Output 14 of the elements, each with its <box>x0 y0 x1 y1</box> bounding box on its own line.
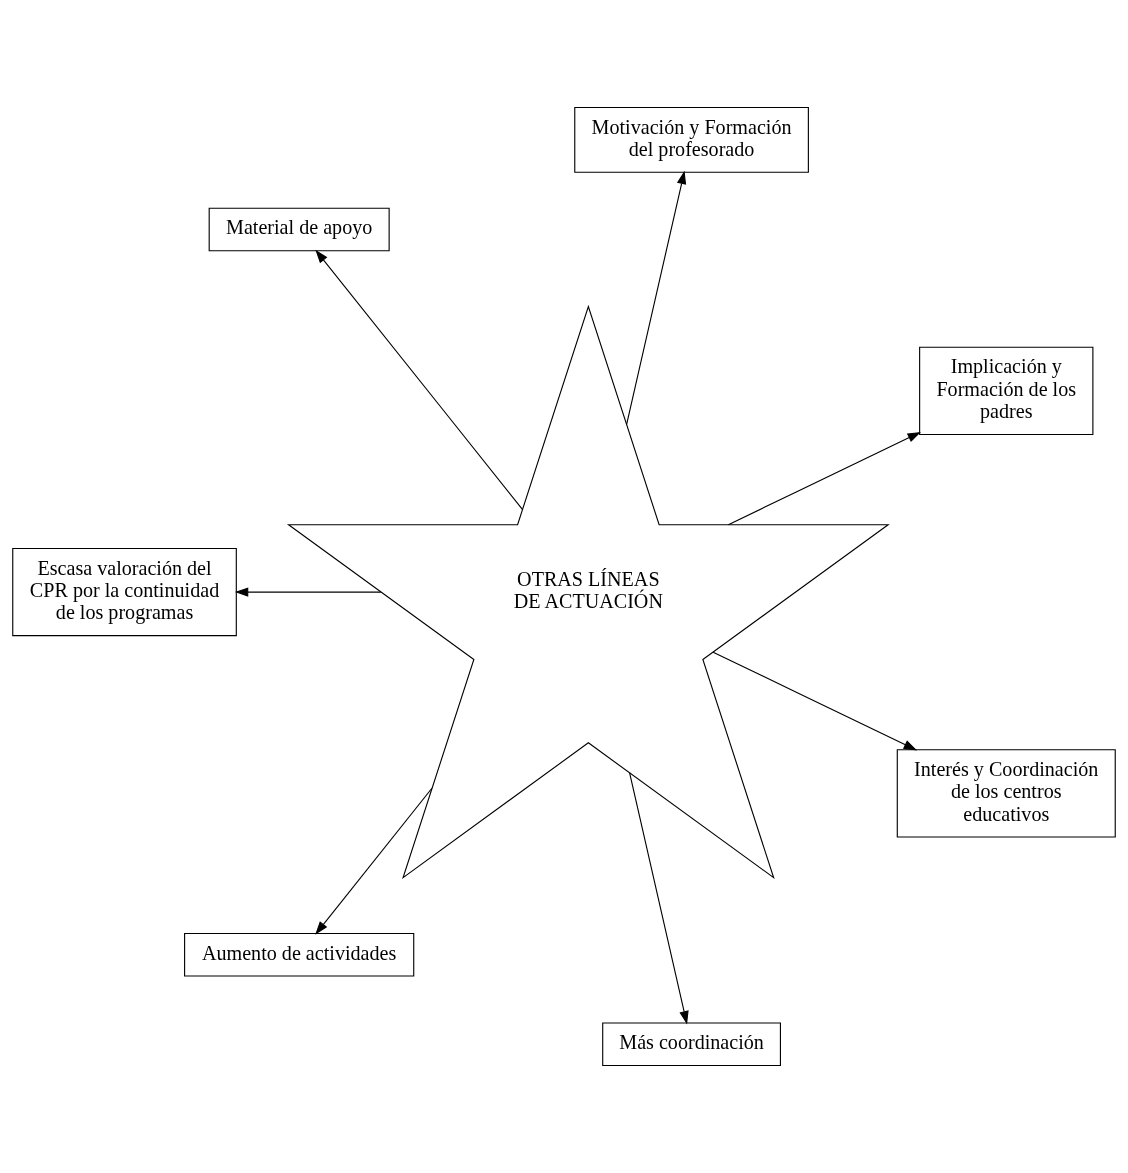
node-box: Escasa valoración del CPR por la continuidad de los programas <box>12 547 237 637</box>
node-box: Interés y Coordinación de los centros educativos <box>896 749 1116 838</box>
node-box: Implicación y Formación de los padres <box>919 346 1094 435</box>
node-box: Aumento de actividades <box>184 932 415 977</box>
arrow <box>234 587 382 597</box>
arrow <box>629 772 689 1025</box>
arrow <box>626 170 687 425</box>
arrow <box>712 651 918 751</box>
arrow <box>727 431 921 526</box>
arrow <box>315 787 433 935</box>
node-box: Motivación y Formación del profesorado <box>574 106 809 173</box>
node-box: Material de apoyo <box>208 207 390 252</box>
node-box: Más coordinación <box>602 1022 781 1067</box>
arrow <box>315 249 523 510</box>
